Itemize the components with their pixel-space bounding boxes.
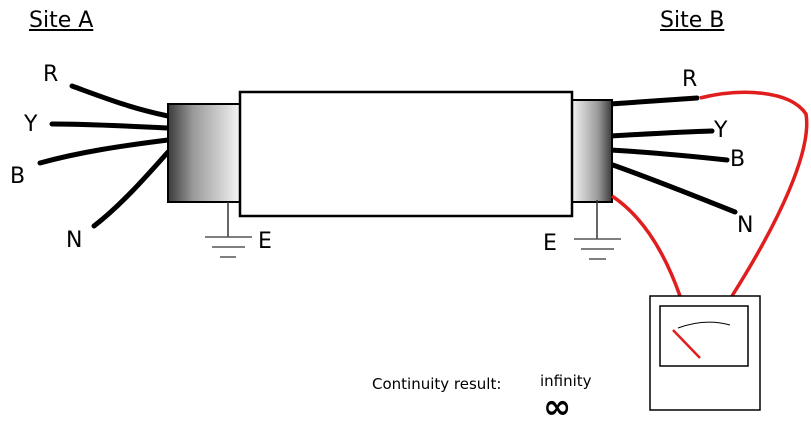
meter-display xyxy=(659,305,749,367)
site-b-sheath xyxy=(571,99,613,203)
site-b-label-n: N xyxy=(737,213,753,238)
site-a-wire-r xyxy=(69,83,171,119)
site-b-wire-b xyxy=(607,147,730,163)
site-b-wire-r xyxy=(607,95,700,107)
site-b-label-y: Y xyxy=(713,118,728,143)
site-a-heading: Site A xyxy=(29,8,94,33)
test-lead-to-r xyxy=(699,90,809,297)
site-a-sheath xyxy=(167,103,241,203)
site-a-label-e: E xyxy=(258,229,272,254)
site-b-label-b: B xyxy=(730,147,745,172)
test-lead-to-sheath xyxy=(611,194,682,297)
cable-body xyxy=(238,90,574,218)
site-a-wire-y xyxy=(49,121,171,131)
site-a-label-r: R xyxy=(43,62,58,87)
site-a-label-b: B xyxy=(10,164,25,189)
site-b-label-r: R xyxy=(682,67,697,92)
site-a-wire-n xyxy=(91,149,171,229)
site-b-heading: Site B xyxy=(660,8,725,33)
site-b-label-e: E xyxy=(543,231,557,256)
infinity-symbol: ∞ xyxy=(543,387,572,427)
continuity-result-value: infinity xyxy=(540,372,592,390)
site-a-label-y: Y xyxy=(23,112,38,137)
site-a-label-n: N xyxy=(66,228,82,253)
site-b-wire-n xyxy=(607,161,738,215)
meter-scale-arc xyxy=(677,321,731,329)
meter-needle xyxy=(672,329,701,359)
site-a-wire-b xyxy=(37,137,171,166)
continuity-result-label: Continuity result: xyxy=(372,375,502,393)
site-b-wire-y xyxy=(607,128,715,139)
